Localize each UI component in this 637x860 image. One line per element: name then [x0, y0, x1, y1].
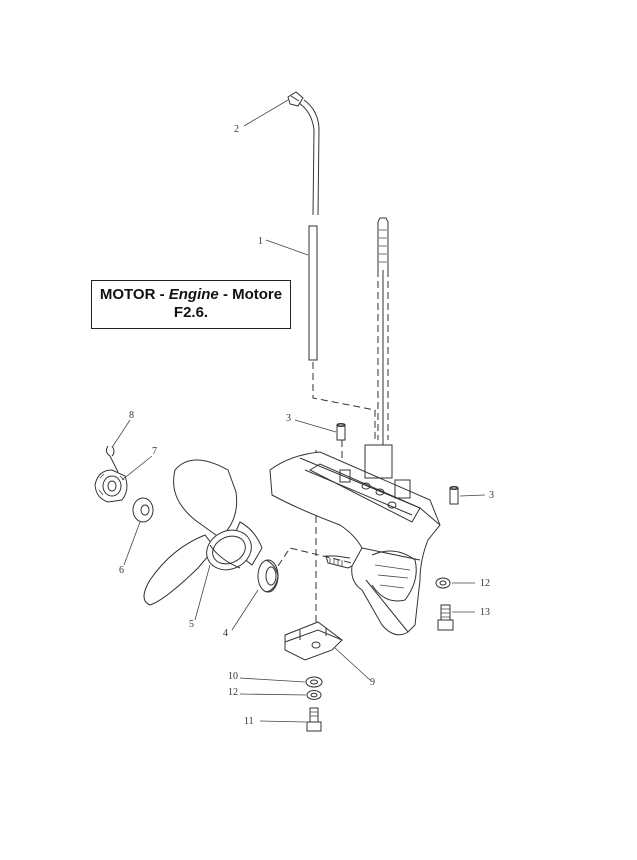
- part-11-bolt: [306, 707, 322, 732]
- drive-shaft: [377, 217, 389, 445]
- callout-6: 6: [119, 565, 124, 576]
- part-5-propeller: [143, 459, 263, 606]
- part-9-anode-plate: [284, 621, 343, 661]
- part-6-washer: [132, 497, 154, 523]
- lower-unit-housing: [269, 444, 441, 636]
- part-10-washer: [305, 676, 323, 688]
- part-3-dowel-pin-right: [449, 486, 459, 505]
- title-line-1: MOTOR - Engine - Motore: [92, 286, 290, 304]
- callout-13: 13: [480, 607, 490, 618]
- callout-3-right: 3: [489, 490, 494, 501]
- part-13-bolt: [437, 604, 454, 631]
- part-12-washer-bottom: [306, 690, 322, 700]
- callout-12-bottom: 12: [228, 687, 238, 698]
- part-8-cotter-pin: [105, 445, 119, 473]
- part-12-washer-right: [435, 577, 451, 589]
- alignment-line-rod: [312, 362, 376, 440]
- callout-2: 2: [234, 124, 239, 135]
- part-4-thrust-washer: [257, 559, 279, 593]
- callout-3-top: 3: [286, 413, 291, 424]
- part-7-propeller-nut: [94, 469, 128, 503]
- alignment-line-propshaft: [271, 547, 353, 576]
- callout-10: 10: [228, 671, 238, 682]
- title-motore: - Motore: [218, 286, 283, 303]
- callout-8: 8: [129, 410, 134, 421]
- callout-5: 5: [189, 619, 194, 630]
- callout-7: 7: [152, 446, 157, 457]
- diagram-title-box: MOTOR - Engine - Motore F2.6.: [91, 280, 291, 329]
- callout-11: 11: [244, 716, 254, 727]
- part-3-dowel-pin-top: [336, 423, 346, 441]
- part-1-control-rod: [298, 99, 320, 361]
- title-motor: MOTOR -: [99, 286, 169, 303]
- part-2-rod-clip: [287, 91, 304, 107]
- title-engine: Engine: [168, 286, 219, 303]
- title-line-2: F2.6.: [173, 304, 209, 321]
- callout-4: 4: [223, 628, 228, 639]
- callout-12-right: 12: [480, 578, 490, 589]
- callout-9: 9: [370, 677, 375, 688]
- callout-1: 1: [258, 236, 263, 247]
- leader-lines: [112, 99, 486, 723]
